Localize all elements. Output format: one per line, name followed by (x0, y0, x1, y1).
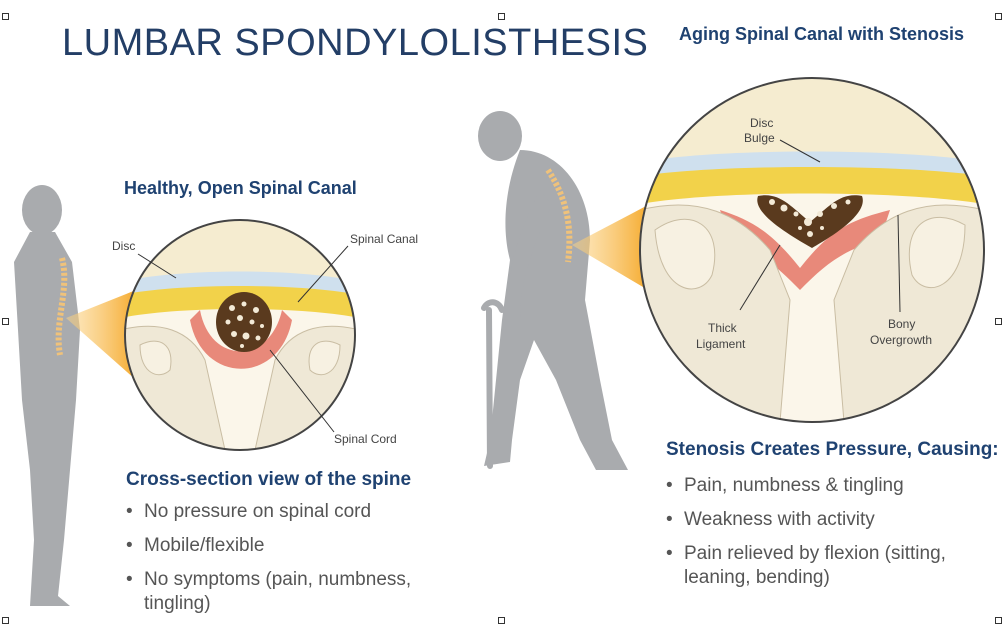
bullet-item: Pain relieved by flexion (sitting, leani… (666, 542, 986, 590)
right-zoom-beam (572, 205, 648, 290)
thick-ligament-label-line2: Ligament (696, 337, 746, 351)
bullet-item: No symptoms (pain, numbness, tingling) (126, 568, 426, 616)
bullet-item: Weakness with activity (666, 508, 986, 532)
left-zoom-beam (66, 290, 136, 380)
bullet-item: Pain, numbness & tingling (666, 474, 986, 498)
stenosis-cross-section-circle (639, 77, 985, 423)
standing-spine-icon (55, 257, 68, 356)
thick-ligament-label-line1: Thick (708, 321, 738, 335)
disc-bulge-label-line1: Disc (750, 116, 773, 130)
cane-icon (486, 307, 493, 469)
healthy-bullet-list: No pressure on spinal cord Mobile/flexib… (126, 500, 426, 626)
stooped-person-with-cane-silhouette (478, 111, 628, 470)
healthy-canal-heading: Healthy, Open Spinal Canal (124, 178, 357, 198)
spinal-cord-label: Spinal Cord (334, 432, 397, 446)
bullet-item: No pressure on spinal cord (126, 500, 426, 524)
cross-section-caption: Cross-section view of the spine (126, 469, 412, 490)
stenosis-bullet-list: Pain, numbness & tingling Weakness with … (666, 474, 986, 600)
bony-overgrowth-label-line2: Overgrowth (870, 333, 932, 347)
stenosis-caption: Stenosis Creates Pressure, Causing: (666, 439, 999, 460)
stooped-spine-icon (545, 168, 573, 263)
disc-label: Disc (112, 239, 135, 253)
disc-bulge-label-line2: Bulge (744, 131, 775, 145)
standing-person-silhouette (14, 185, 80, 606)
bony-overgrowth-label-line1: Bony (888, 317, 915, 331)
slide-title: LUMBAR SPONDYLOLISTHESIS (62, 22, 649, 64)
bullet-item: Mobile/flexible (126, 534, 426, 558)
healthy-cross-section-circle (124, 219, 356, 451)
spinal-canal-label: Spinal Canal (350, 232, 418, 246)
stenosis-canal-heading: Aging Spinal Canal with Stenosis (679, 24, 965, 44)
